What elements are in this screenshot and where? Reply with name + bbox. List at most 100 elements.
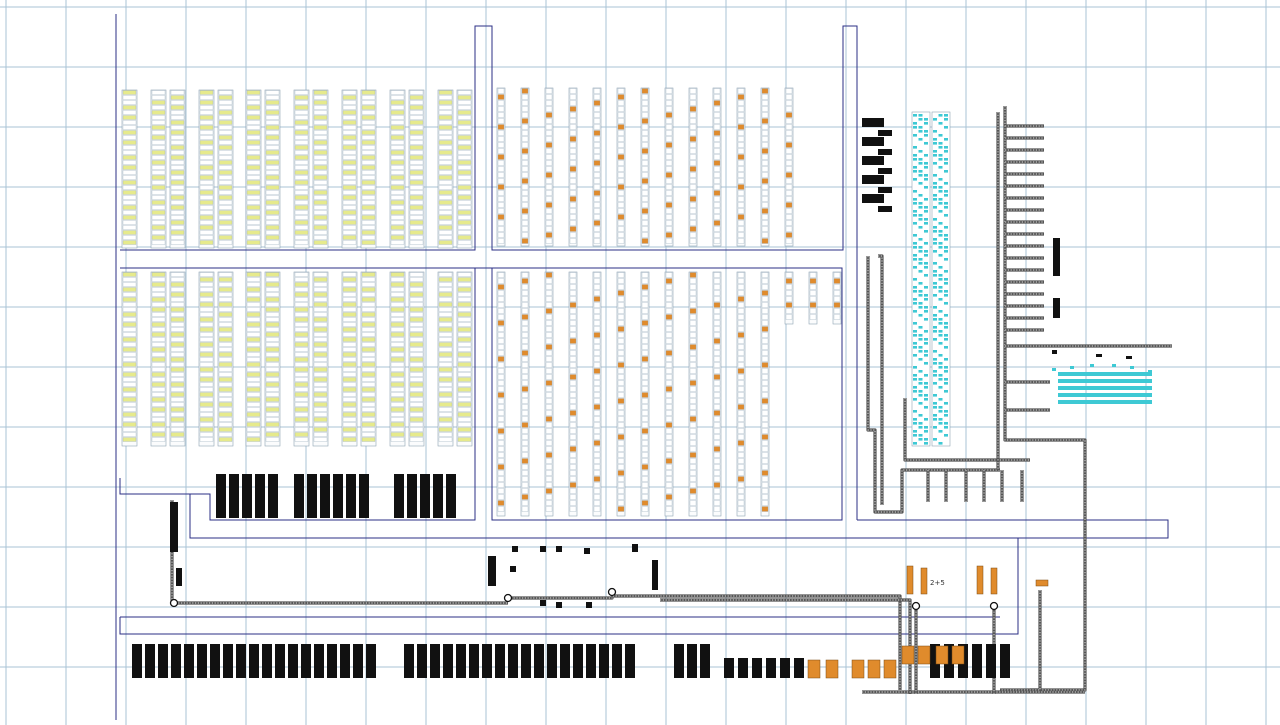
rack-cell (313, 327, 328, 332)
rack-cell (617, 142, 625, 148)
rack-cell (390, 322, 405, 327)
rack-cell (151, 185, 166, 190)
rack-cell (390, 100, 405, 105)
rack-cell (409, 235, 424, 240)
rack-cell (122, 292, 137, 297)
rack-cell (617, 196, 625, 202)
rack-cell (294, 362, 309, 367)
rack-cell (569, 392, 577, 398)
rack-cell (199, 382, 214, 387)
rack-cell (438, 272, 453, 277)
pallet-station (851, 659, 865, 679)
rack-cell (199, 297, 214, 302)
rack-cell (761, 350, 769, 356)
storage-cell (938, 266, 943, 269)
rack-cell (294, 90, 309, 95)
rack-cell (689, 238, 697, 244)
rack-cell (313, 105, 328, 110)
storage-cell (924, 262, 928, 265)
rack-cell (409, 287, 424, 292)
storage-cell (918, 206, 923, 209)
rack-cell (218, 332, 233, 337)
storage-cell (913, 390, 917, 393)
storage-cell (1112, 364, 1116, 367)
rack-cell (713, 500, 721, 506)
rack-cell (361, 387, 376, 392)
storage-cell (944, 346, 948, 349)
storage-cell (924, 118, 928, 121)
rack-cell (199, 302, 214, 307)
rack-cell (665, 166, 673, 172)
storage-cell (944, 402, 948, 405)
storage-cell (938, 114, 943, 117)
storage-cell (918, 202, 923, 205)
rack-cell (218, 427, 233, 432)
storage-cell (918, 250, 923, 253)
rack-cell (689, 100, 697, 106)
rack-cell (151, 372, 166, 377)
storage-cell (918, 174, 923, 177)
rack-cell (569, 434, 577, 440)
storage-row (1058, 400, 1152, 404)
rack-cell (151, 357, 166, 362)
machine-block (158, 644, 168, 678)
conveyor-spine (1003, 106, 1087, 692)
rack-cell (641, 494, 649, 500)
rack-cell (737, 202, 745, 208)
rack-cell (265, 200, 280, 205)
rack-cell (199, 392, 214, 397)
rack-cell (218, 317, 233, 322)
rack-cell (617, 416, 625, 422)
rack-cell (545, 500, 553, 506)
rack-cell (545, 410, 553, 416)
rack-cell (761, 494, 769, 500)
rack-cell (641, 238, 649, 244)
rack-cell (313, 155, 328, 160)
cart-value-label: 2+5 (930, 579, 945, 587)
rack-cell (265, 170, 280, 175)
rack-cell (713, 482, 721, 488)
rack-cell (438, 130, 453, 135)
rack-cell (342, 225, 357, 230)
rack-cell (569, 226, 577, 232)
storage-cell (944, 138, 948, 141)
rack-cell (457, 347, 472, 352)
rack-cell (390, 277, 405, 282)
rack-cell (761, 214, 769, 220)
rack-cell (569, 100, 577, 106)
rack-cell (545, 88, 553, 94)
machine-block (366, 644, 376, 678)
storage-cell (944, 126, 948, 129)
storage-cell (938, 178, 943, 181)
rack-cell (199, 225, 214, 230)
rack-cell (390, 272, 405, 277)
machine-block (333, 474, 343, 518)
rack-cell (218, 422, 233, 427)
rack-cell (313, 205, 328, 210)
rack-cell (593, 350, 601, 356)
rack-cell (265, 160, 280, 165)
rack-cell (438, 322, 453, 327)
rack-cell (151, 417, 166, 422)
storage-cell (938, 322, 943, 325)
rack-cell (294, 387, 309, 392)
storage-cell (918, 434, 923, 437)
rack-cell (457, 287, 472, 292)
rack-cell (246, 352, 261, 357)
rack-cell (361, 352, 376, 357)
storage-cell (933, 226, 937, 229)
rack-cell (665, 284, 673, 290)
rack-cell (521, 446, 529, 452)
rack-cell (521, 440, 529, 446)
rack-cell (170, 377, 185, 382)
rack-cell (761, 190, 769, 196)
rack-cell (361, 397, 376, 402)
rack-cell (246, 185, 261, 190)
storage-cell (933, 330, 937, 333)
rack-cell (390, 342, 405, 347)
rack-cell (409, 312, 424, 317)
rack-cell (761, 344, 769, 350)
storage-cell (944, 226, 948, 229)
rack-cell (665, 374, 673, 380)
rack-cell (122, 367, 137, 372)
